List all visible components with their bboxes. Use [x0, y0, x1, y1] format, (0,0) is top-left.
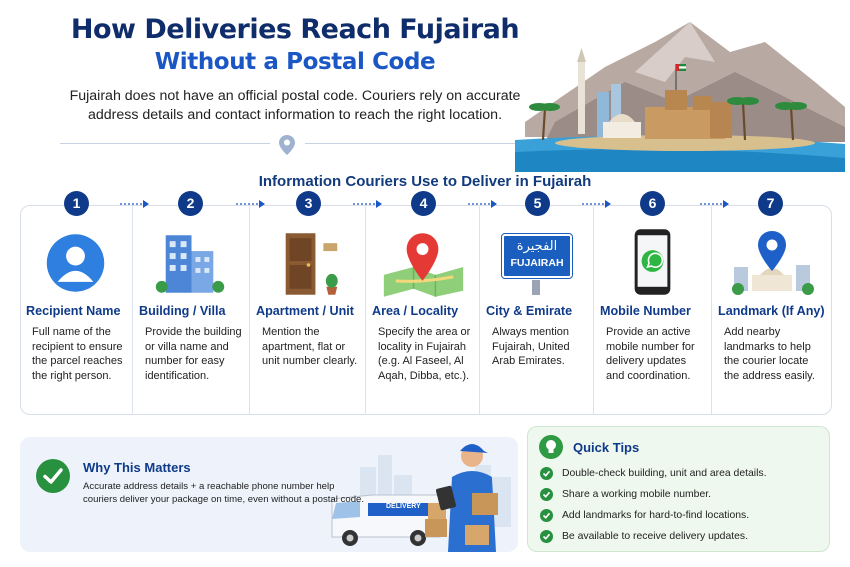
van-label: DELIVERY: [386, 503, 421, 510]
lightbulb-icon: [539, 435, 563, 459]
step-number: 6: [640, 191, 665, 216]
step-title: City & Emirate: [486, 304, 573, 318]
check-icon: [540, 467, 553, 480]
step-card-area: 4 Area / Locality Specify the area or lo…: [366, 191, 480, 415]
check-icon: [540, 509, 553, 522]
arrow-right-icon: [120, 200, 149, 208]
step-description: Add nearby landmarks to help the courier…: [724, 326, 815, 383]
step-card-landmark: 7 Landmark (If Any) Add nearby landmarks…: [712, 191, 832, 415]
why-title: Why This Matters: [83, 460, 191, 475]
building-icon: [155, 235, 225, 293]
check-icon: [36, 459, 70, 493]
step-description: Full name of the recipient to ensure the…: [32, 326, 123, 383]
step-card-city: 5 الفجيرة FUJAIRAH City & Emirate Always…: [480, 191, 594, 415]
step-title: Landmark (If Any): [718, 304, 825, 318]
location-pin-icon: [279, 135, 295, 155]
step-title: Mobile Number: [600, 304, 691, 318]
arrow-right-icon: [700, 200, 729, 208]
tip-item: Share a working mobile number.: [540, 488, 711, 501]
landmark-icon: [732, 231, 814, 295]
step-card-recipient-name: 1 Recipient Name Full name of the recipi…: [20, 191, 133, 415]
step-description: Always mention Fujairah, United Arab Emi…: [492, 326, 570, 368]
check-icon: [540, 488, 553, 501]
arrow-right-icon: [353, 200, 382, 208]
intro-text: Fujairah does not have an official posta…: [69, 88, 521, 123]
door-icon: [285, 233, 338, 295]
tips-title: Quick Tips: [573, 440, 640, 455]
road-sign-icon: الفجيرة FUJAIRAH: [501, 233, 573, 279]
step-card-apartment: 3 Apartment / Unit Mention the apartment…: [250, 191, 366, 415]
step-number: 2: [178, 191, 203, 216]
phone-icon: [634, 229, 671, 295]
tip-item: Be available to receive delivery updates…: [540, 530, 748, 543]
why-this-matters-panel: Why This Matters Accurate address detail…: [20, 437, 518, 552]
arrow-right-icon: [468, 200, 497, 208]
step-title: Area / Locality: [372, 304, 459, 318]
step-description: Provide an active mobile number for deli…: [606, 326, 695, 383]
steps-panel: 1 Recipient Name Full name of the recipi…: [20, 191, 832, 415]
quick-tips-panel: Quick Tips Double-check building, unit a…: [527, 426, 830, 552]
tip-item: Add landmarks for hard-to-find locations…: [540, 509, 749, 522]
divider-left: [60, 143, 270, 144]
why-description: Accurate address details + a reachable p…: [83, 481, 365, 505]
arrow-right-icon: [236, 200, 265, 208]
page-header: How Deliveries Reach Fujairah Without a …: [60, 14, 530, 75]
map-pin-icon: [383, 233, 464, 297]
delivery-scene-illustration: [331, 444, 511, 552]
tip-item: Double-check building, unit and area det…: [540, 467, 766, 480]
step-description: Mention the apartment, flat or unit numb…: [262, 326, 358, 368]
page-subtitle: Without a Postal Code: [154, 49, 436, 75]
step-title: Building / Villa: [139, 304, 226, 318]
step-number: 5: [525, 191, 550, 216]
step-number: 4: [411, 191, 436, 216]
sign-latin: FUJAIRAH: [510, 257, 564, 269]
person-icon: [46, 234, 105, 292]
step-title: Recipient Name: [26, 304, 121, 318]
step-card-building: 2 Building / Villa Provide the building …: [133, 191, 250, 415]
fujairah-landscape-illustration: [515, 22, 845, 172]
tip-text: Be available to receive delivery updates…: [562, 531, 748, 542]
step-description: Specify the area or locality in Fujairah…: [378, 326, 471, 383]
step-number: 1: [64, 191, 89, 216]
step-description: Provide the building or villa name and n…: [145, 326, 242, 383]
sign-arabic: الفجيرة: [516, 239, 558, 254]
step-title: Apartment / Unit: [256, 304, 354, 318]
section-title: Information Couriers Use to Deliver in F…: [258, 173, 592, 190]
tip-text: Share a working mobile number.: [562, 489, 712, 500]
step-card-mobile: 6 Mobile Number Provide an active mobile…: [594, 191, 712, 415]
page-title: How Deliveries Reach Fujairah: [70, 14, 520, 45]
divider-right: [305, 143, 515, 144]
step-number: 3: [296, 191, 321, 216]
tip-text: Add landmarks for hard-to-find locations…: [562, 510, 750, 521]
tip-text: Double-check building, unit and area det…: [562, 468, 767, 479]
step-number: 7: [758, 191, 783, 216]
arrow-right-icon: [582, 200, 611, 208]
check-icon: [540, 530, 553, 543]
